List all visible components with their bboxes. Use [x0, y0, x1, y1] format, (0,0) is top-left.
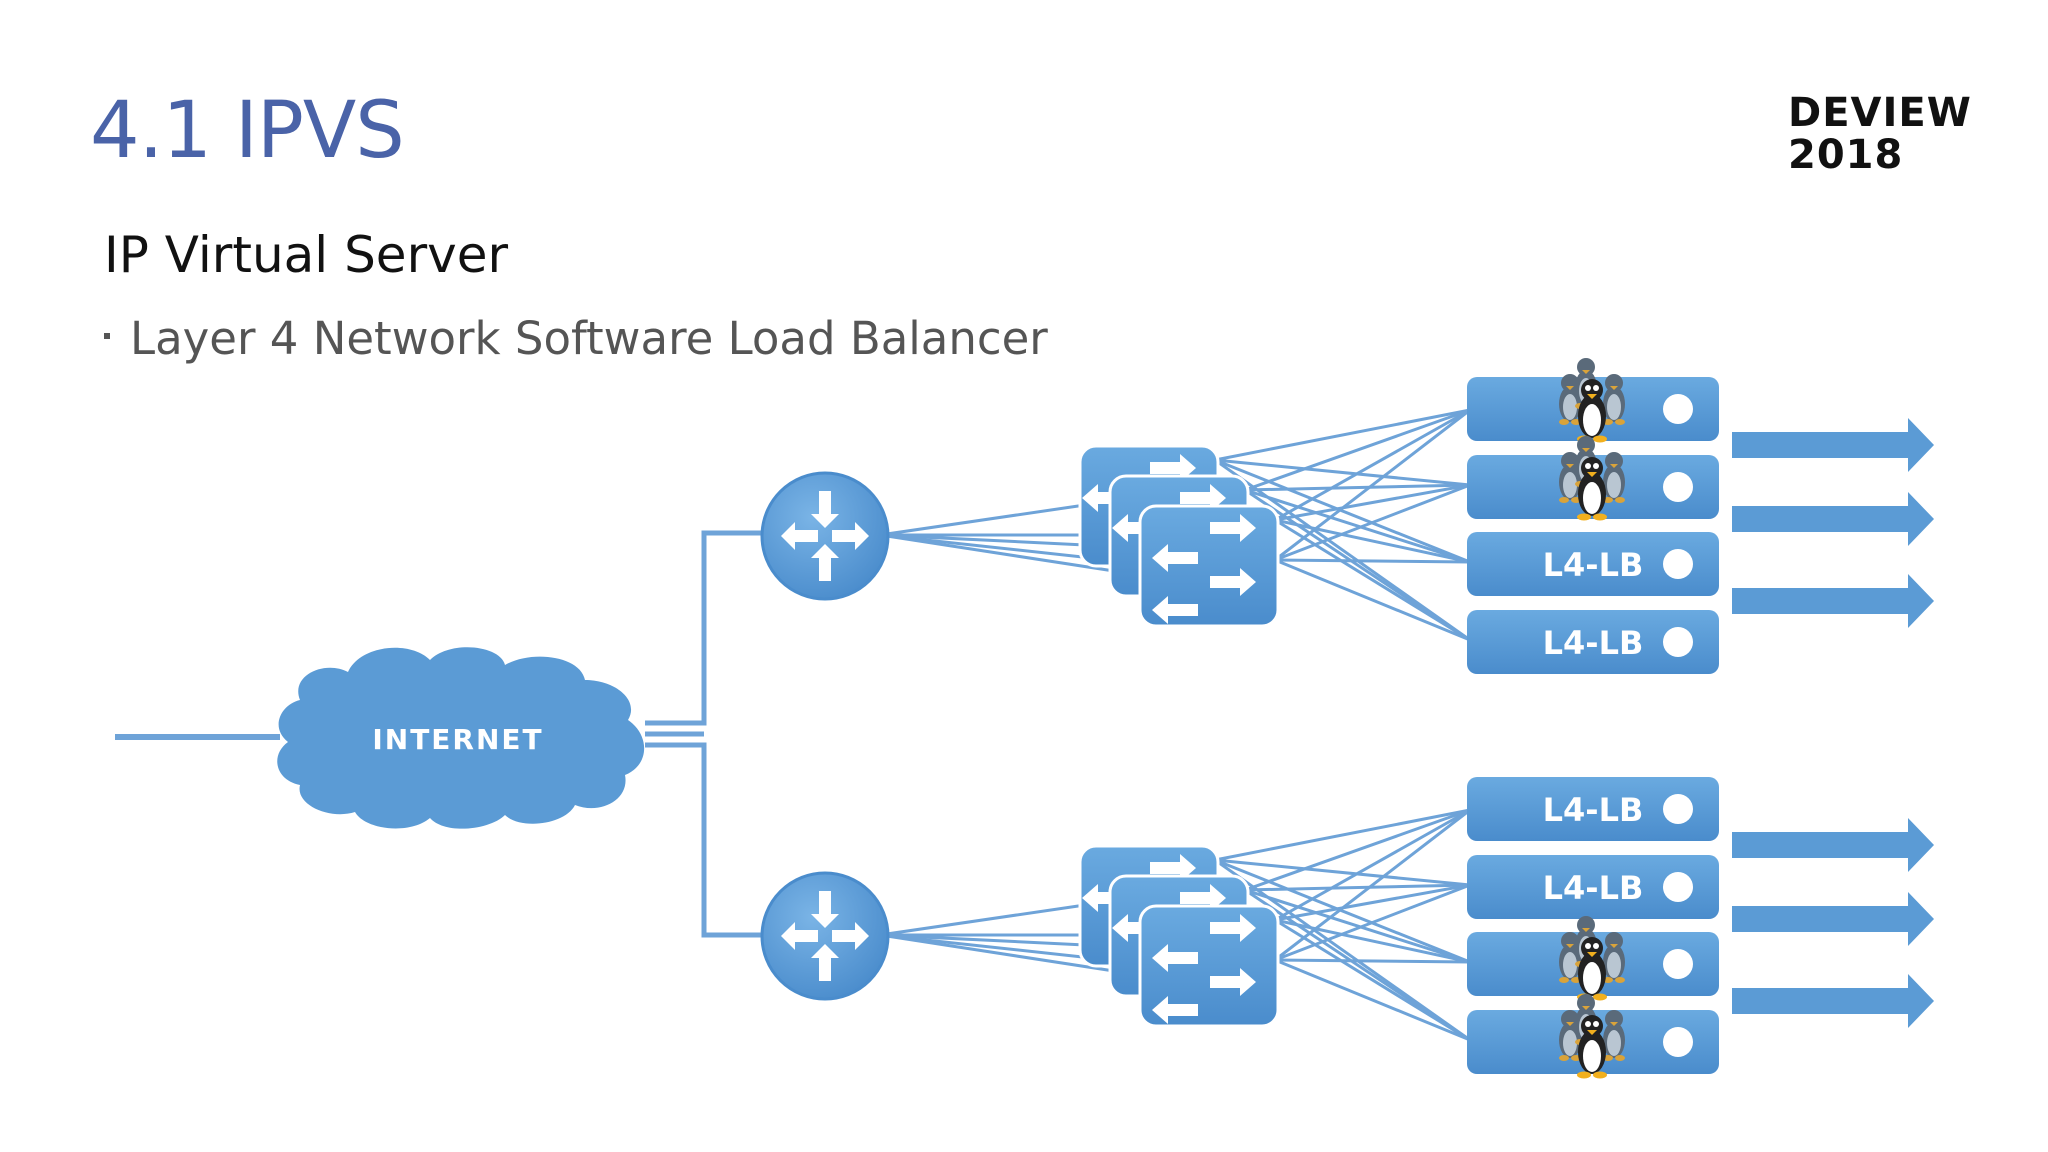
- switch-to-server-mesh-upper: [1214, 408, 1471, 642]
- server-label: L4-LB: [1543, 791, 1644, 829]
- cloud-label: INTERNET: [372, 723, 543, 756]
- arrow-right-icon: [1732, 974, 1934, 1028]
- router-icon: [760, 871, 890, 1001]
- server-lower-3: [1467, 916, 1719, 1001]
- arrow-right-icon: [1732, 892, 1934, 946]
- switch-icon: [1138, 904, 1280, 1028]
- arrow-right-icon: [1732, 574, 1934, 628]
- slide-subtitle: IP Virtual Server: [104, 226, 509, 284]
- arrow-right-icon: [1732, 818, 1934, 872]
- server-upper-3: L4-LB: [1467, 532, 1719, 596]
- server-label: L4-LB: [1543, 869, 1644, 907]
- switch-stack-lower: [1078, 844, 1280, 1028]
- server-label: L4-LB: [1543, 546, 1644, 584]
- bullet-text: Layer 4 Network Software Load Balancer: [130, 312, 1048, 365]
- server-lower-2: L4-LB: [1467, 855, 1719, 919]
- internet-cloud: INTERNET: [277, 647, 645, 829]
- brand-line-1: DEVIEW: [1788, 90, 1972, 136]
- internet-to-router-links: [645, 530, 765, 938]
- switch-to-server-mesh-lower: [1214, 808, 1471, 1042]
- switch-icon: [1138, 504, 1280, 628]
- router-to-switch-links: [879, 503, 1141, 977]
- slide-title: 4.1 IPVS: [90, 86, 405, 176]
- brand-line-2: 2018: [1788, 132, 1904, 178]
- arrow-right-icon: [1732, 492, 1934, 546]
- server-upper-2: [1467, 436, 1719, 521]
- outbound-arrows: [1732, 418, 1934, 1028]
- arrow-right-icon: [1732, 418, 1934, 472]
- deview-logo: DEVIEW 2018: [1788, 92, 1972, 176]
- switch-stack-upper: [1078, 444, 1280, 628]
- server-label: L4-LB: [1543, 624, 1644, 662]
- server-upper-1: [1467, 358, 1719, 443]
- server-lower-4: [1467, 994, 1719, 1079]
- bullet-item: Layer 4 Network Software Load Balancer: [104, 316, 1048, 361]
- router-icon: [760, 471, 890, 601]
- server-upper-4: L4-LB: [1467, 610, 1719, 674]
- bullet-dot: [104, 333, 110, 339]
- server-lower-1: L4-LB: [1467, 777, 1719, 841]
